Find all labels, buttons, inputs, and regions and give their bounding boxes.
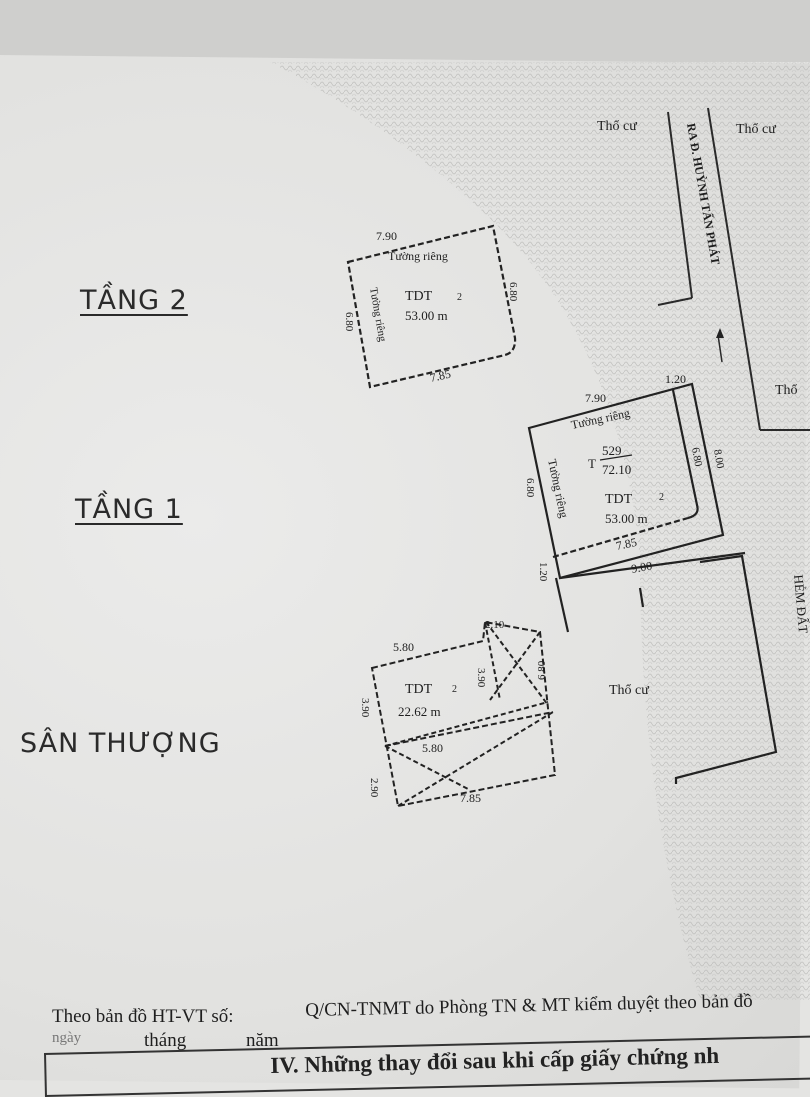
tang1-top-dim: 7.90	[585, 391, 606, 405]
st-left-dim: 3.90	[359, 698, 371, 718]
tang2-left-dim: 6.80	[343, 312, 355, 332]
footer-map-label: Theo bản đồ HT-VT số:	[52, 1006, 234, 1027]
tang2-area-label: TDT	[405, 289, 433, 304]
tho-cu-label: Thổ cư	[736, 122, 776, 137]
tho-cu-label: Thổ cư	[597, 119, 637, 134]
tang1-parcel-prefix: T	[588, 456, 596, 471]
st-area-value: 22.62 m	[398, 704, 441, 719]
st-mid-dim: 5.80	[422, 741, 443, 755]
alley-name: HẺM ĐẤT	[791, 574, 810, 634]
st-bottom-dim: 7.85	[460, 791, 481, 805]
security-pattern	[270, 62, 810, 1000]
st-top-dim: 5.80	[393, 640, 414, 654]
st-top-right-dim: 2.10	[485, 619, 505, 631]
st-area-label: TDT	[405, 682, 433, 697]
tang1-corner-dim: 1.20	[665, 372, 686, 386]
tang2-top-wall: Tường riêng	[388, 249, 448, 263]
tang1-right-outer-dim: 8.00	[711, 448, 726, 470]
tang1-left-dim: 6.80	[524, 478, 536, 498]
tang1-lower-dim: 9.00	[630, 559, 653, 576]
footer-date-year: năm	[246, 1030, 279, 1051]
footer-date-day: ngày	[52, 1030, 82, 1046]
tang1-parcel-number: 529	[602, 443, 622, 458]
tang1-bottom-dim: 7.85	[615, 535, 638, 553]
tang1-right-inner-dim: 6.80	[689, 446, 704, 468]
st-lower-left-dim: 2.90	[368, 778, 380, 798]
tang2-bottom-dim: 7.85	[429, 367, 453, 385]
tang2-outline	[346, 224, 517, 389]
direction-arrow-icon	[716, 328, 724, 338]
tho-cu-label: Thổ cư	[609, 683, 649, 698]
tang1-outline	[527, 382, 778, 784]
tang2-area-sup: 2	[457, 292, 462, 303]
tang2-title: TẦNG 2	[80, 285, 188, 316]
tang1-lower-left-dim: 1.20	[537, 562, 549, 582]
tang1-title: TẦNG 1	[75, 494, 183, 525]
tang2-left-wall: Tường riêng	[367, 286, 388, 343]
san-thuong-title: SÂN THƯỢNG	[20, 728, 221, 759]
st-right-dim: 6.80	[536, 660, 548, 680]
parcel-fraction-bar	[599, 454, 633, 461]
tang2-right-dim: 6.80	[507, 282, 519, 302]
footer-date-month: tháng	[144, 1030, 187, 1051]
tang2-top-dim: 7.90	[376, 229, 397, 243]
tang1-area-value: 53.00 m	[605, 511, 648, 526]
tang1-left-wall: Tường riêng	[545, 458, 571, 519]
st-area-sup: 2	[452, 684, 457, 695]
san-thuong-outline	[370, 620, 557, 808]
tang1-area-sup: 2	[659, 492, 664, 503]
road-lines	[657, 107, 810, 431]
tang2-area-value: 53.00 m	[405, 308, 448, 323]
background-strip	[0, 0, 810, 62]
tho-cu-label: Thổ	[775, 383, 798, 398]
st-inner-right-dim: 3.90	[475, 668, 487, 688]
tang1-area-label: TDT	[605, 492, 633, 507]
tang1-parcel-area: 72.10	[602, 462, 631, 477]
